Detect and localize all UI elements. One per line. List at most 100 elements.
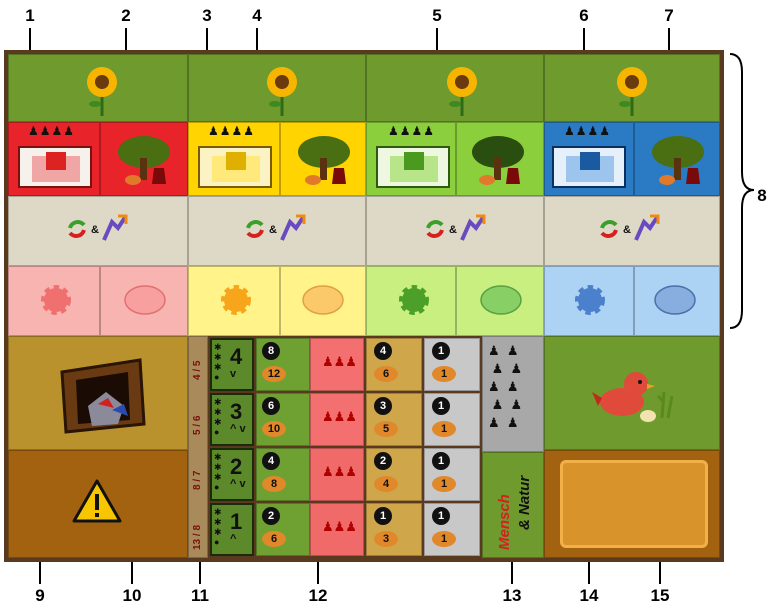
ladder-level-number: 4	[230, 344, 242, 370]
gear-value: 1	[432, 397, 450, 415]
food-value: 1	[432, 366, 456, 382]
food-value: 5	[374, 421, 398, 437]
ladder-level-number: 2	[230, 454, 242, 480]
bread-icon	[478, 282, 524, 318]
mensch-natur-banner	[482, 452, 544, 558]
worker-pieces: ♟ ♟ ♟ ♟♟ ♟ ♟ ♟♟ ♟	[488, 342, 522, 432]
recycle-icon	[424, 218, 446, 240]
food-value: 12	[262, 366, 286, 382]
banner-mensch: Mensch	[496, 494, 513, 550]
gear-value: 1	[432, 452, 450, 470]
food-value: 10	[262, 421, 286, 437]
callout-6: 6	[569, 6, 599, 26]
callout-7: 7	[654, 6, 684, 26]
callout-9: 9	[25, 586, 55, 606]
ladder-markers: ✱✱✱●	[214, 397, 222, 437]
callout-14: 14	[574, 586, 604, 606]
gear-icon	[572, 282, 608, 318]
people-icon: ♟♟♟♟	[28, 124, 75, 138]
bread-icon	[300, 282, 346, 318]
food-value: 4	[374, 476, 398, 492]
side-track-value-3: 8 / 7	[192, 471, 203, 490]
energy-arrow-icon	[280, 214, 306, 242]
callout-3: 3	[192, 6, 222, 26]
food-value: 3	[374, 531, 398, 547]
ampersand: &	[91, 224, 99, 236]
energy-arrow-icon	[460, 214, 486, 242]
food-value: 1	[432, 531, 456, 547]
food-value: 6	[374, 366, 398, 382]
factory-icon	[376, 146, 450, 188]
gear-value: 1	[374, 507, 392, 525]
people-icon: ♟♟♟	[322, 354, 357, 370]
warning-icon	[72, 478, 122, 524]
callout-2: 2	[111, 6, 141, 26]
side-track-value-4: 13 / 8	[192, 525, 203, 550]
exchange-row-4	[544, 196, 720, 266]
gear-value: 4	[374, 342, 392, 360]
ladder-arrow: ^ v	[230, 423, 246, 435]
callout-10: 10	[117, 586, 147, 606]
callout-1: 1	[15, 6, 45, 26]
ladder-arrow: ^ v	[230, 478, 246, 490]
gear-value: 6	[262, 397, 280, 415]
callout-15: 15	[645, 586, 675, 606]
empty-card-slot	[560, 460, 708, 548]
ladder-level-number: 1	[230, 509, 242, 535]
side-track-value-1: 4 / 5	[192, 361, 203, 380]
ladder-arrow: ^	[230, 533, 236, 545]
sunflower-icon	[84, 64, 120, 118]
side-track-value-2: 5 / 6	[192, 416, 203, 435]
factory-icon	[552, 146, 626, 188]
mine-icon	[58, 354, 148, 436]
callout-12: 12	[303, 586, 333, 606]
callout-4: 4	[242, 6, 272, 26]
exchange-row-2	[188, 196, 366, 266]
callout-5: 5	[422, 6, 452, 26]
sunflower-icon	[264, 64, 300, 118]
gear-icon	[218, 282, 254, 318]
bread-icon	[122, 282, 168, 318]
ampersand: &	[449, 224, 457, 236]
game-board: ♟♟♟♟ ♟♟♟♟ ♟♟♟♟ ♟♟♟♟ & & & &	[4, 50, 724, 562]
gear-value: 1	[432, 342, 450, 360]
food-value: 8	[262, 476, 286, 492]
ladder-level-number: 3	[230, 399, 242, 425]
ladder-arrow: v	[230, 368, 236, 380]
ampersand: &	[269, 224, 277, 236]
gear-value: 4	[262, 452, 280, 470]
people-icon: ♟♟♟♟	[388, 124, 435, 138]
food-value: 6	[262, 531, 286, 547]
banner-natur: & Natur	[516, 476, 533, 530]
energy-arrow-icon	[102, 214, 128, 242]
ampersand: &	[623, 224, 631, 236]
recycle-icon	[66, 218, 88, 240]
sunflower-icon	[444, 64, 480, 118]
bird-icon	[592, 362, 678, 426]
tree-icon	[650, 130, 706, 190]
ladder-markers: ✱✱✱●	[214, 452, 222, 492]
gear-value: 3	[374, 397, 392, 415]
food-value: 1	[432, 421, 456, 437]
people-icon: ♟♟♟♟	[208, 124, 255, 138]
energy-arrow-icon	[634, 214, 660, 242]
recycle-icon	[598, 218, 620, 240]
gear-value: 8	[262, 342, 280, 360]
gear-value: 1	[432, 507, 450, 525]
gear-icon	[38, 282, 74, 318]
gear-icon	[396, 282, 432, 318]
ladder-markers: ✱✱✱●	[214, 507, 222, 547]
gear-value: 2	[374, 452, 392, 470]
ladder-markers: ✱✱✱●	[214, 342, 222, 382]
sunflower-icon	[614, 64, 650, 118]
people-icon: ♟♟♟	[322, 409, 357, 425]
bread-icon	[652, 282, 698, 318]
tree-icon	[470, 130, 526, 190]
brace-8	[728, 52, 758, 332]
gear-value: 2	[262, 507, 280, 525]
people-icon: ♟♟♟	[322, 464, 357, 480]
callout-13: 13	[497, 586, 527, 606]
people-icon: ♟♟♟	[322, 519, 357, 535]
factory-icon	[18, 146, 92, 188]
callout-11: 11	[185, 586, 215, 606]
